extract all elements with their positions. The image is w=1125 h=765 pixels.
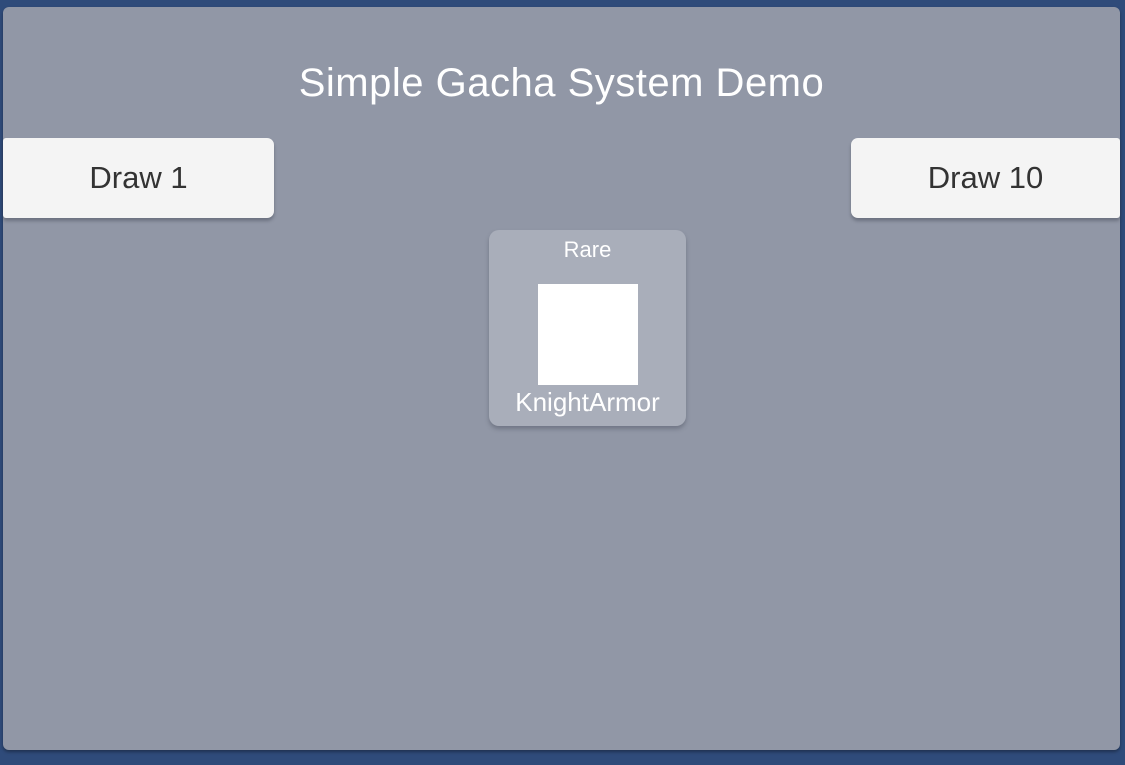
result-card: Rare KnightArmor <box>489 230 686 426</box>
main-panel: Simple Gacha System Demo Draw 1 Draw 10 … <box>3 7 1120 750</box>
item-image <box>537 284 638 385</box>
draw-10-button[interactable]: Draw 10 <box>851 138 1120 218</box>
draw-1-button[interactable]: Draw 1 <box>3 138 274 218</box>
rarity-label: Rare <box>563 237 612 262</box>
item-name-label: KnightArmor <box>515 387 660 417</box>
page-title: Simple Gacha System Demo <box>298 61 825 105</box>
